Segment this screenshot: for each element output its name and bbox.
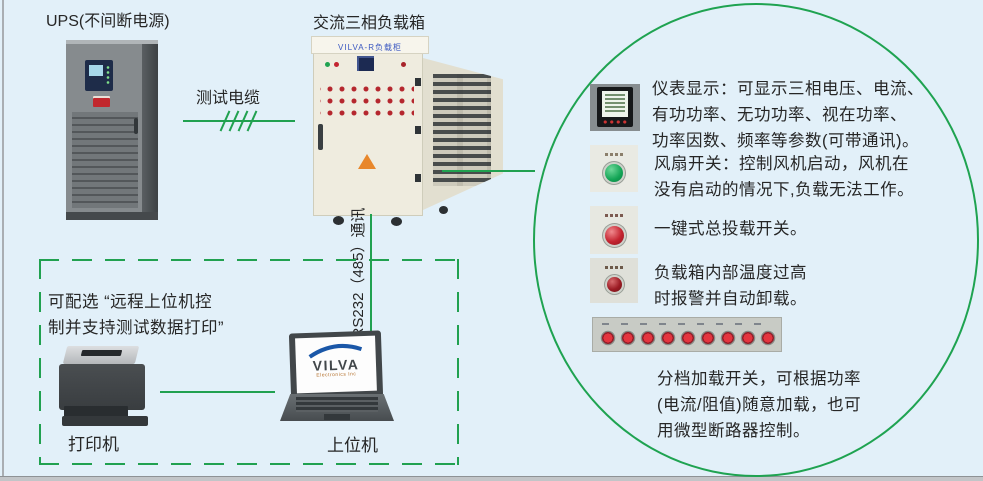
page-left-border bbox=[2, 0, 4, 477]
master-callout-text: 一键式总投载开关。 bbox=[654, 220, 807, 238]
laptop-touchpad bbox=[324, 414, 350, 420]
overtemp-caption-mark bbox=[605, 266, 623, 269]
fan-switch-caption-mark bbox=[605, 153, 623, 156]
loadbox-hinge bbox=[415, 78, 421, 86]
power-meter-photo bbox=[590, 84, 640, 131]
fan-switch-photo bbox=[590, 145, 638, 192]
loadbox-caster bbox=[391, 217, 402, 226]
loadbox-to-ellipse-line bbox=[442, 170, 535, 172]
laptop-keyboard bbox=[296, 397, 378, 412]
option-note-line2: 制并支持测试数据打印” bbox=[48, 319, 224, 337]
loadbox-label: 交流三相负载箱 bbox=[313, 15, 426, 32]
ups-indicator-leds bbox=[106, 65, 110, 85]
loadbox-side-vents bbox=[433, 74, 491, 186]
printer-output-tray bbox=[64, 406, 128, 418]
steps-callout-text: 分档加载开关，可根据功率 (电流/阻值)随意加载，也可 用微型断路器控制。 bbox=[657, 370, 862, 440]
loadbox-alarm-lamp bbox=[401, 62, 406, 67]
rs232-line bbox=[370, 214, 372, 338]
printer-to-pc-line bbox=[160, 391, 275, 393]
ups-label: UPS(不间断电源) bbox=[46, 13, 170, 30]
laptop-base bbox=[280, 394, 394, 421]
overtemp-alarm-photo bbox=[590, 258, 638, 303]
ups-top-cap bbox=[66, 40, 158, 45]
cable-slash-marks bbox=[219, 110, 260, 132]
dashed-option-box bbox=[39, 259, 459, 465]
loadbox-hinge bbox=[415, 174, 421, 182]
pc-label: 上位机 bbox=[327, 436, 378, 455]
loadbox-panel-text: VILVA-R负载柜 bbox=[338, 43, 402, 52]
laptop-screen-content: VILVA Electronics Inc bbox=[295, 335, 377, 394]
ups-door-handle bbox=[134, 118, 138, 134]
green-pushbutton-icon bbox=[605, 164, 623, 182]
digital-power-meter-icon bbox=[597, 87, 633, 127]
master-switch-caption-mark bbox=[605, 214, 623, 217]
loadbox-caster bbox=[439, 206, 448, 214]
printer-base bbox=[62, 416, 148, 426]
switch-row-knobs bbox=[598, 329, 778, 347]
printer-illustration bbox=[55, 344, 151, 428]
loadbox-side-panel bbox=[423, 58, 503, 210]
ups-side-panel bbox=[142, 44, 158, 214]
loadbox-header-band: VILVA-R负载柜 bbox=[311, 36, 429, 54]
loadbox-front-door bbox=[313, 53, 423, 216]
load-step-switch-row-photo bbox=[592, 317, 782, 352]
ups-cabinet-illustration bbox=[66, 40, 158, 220]
ups-lcd bbox=[89, 65, 103, 76]
ups-vent-grille bbox=[72, 112, 138, 208]
loadbox-green-indicator bbox=[325, 62, 330, 67]
option-note: 可配选 “远程上位机控 制并支持测试数据打印” bbox=[48, 288, 224, 340]
warning-triangle-icon bbox=[358, 154, 376, 169]
page-bottom-bar bbox=[0, 476, 983, 481]
overtemp-callout-text: 负载箱内部温度过高 时报警并自动卸载。 bbox=[654, 264, 807, 308]
loadbox-switch-grid bbox=[320, 80, 414, 116]
laptop-logo-swoosh bbox=[308, 343, 363, 359]
laptop-illustration: VILVA Electronics Inc bbox=[280, 328, 394, 428]
loadbox-meter-display bbox=[357, 56, 374, 71]
ups-base bbox=[66, 212, 158, 220]
ups-control-screen bbox=[85, 60, 113, 91]
master-switch-photo bbox=[590, 206, 638, 254]
meter-callout-text: 仪表显示：可显示三相电压、电流、 有功功率、无功功率、视在功率、 功率因数、频率… bbox=[652, 80, 924, 150]
loadbox-red-indicator bbox=[334, 62, 339, 67]
fan-callout-text: 风扇开关：控制风机启动，风机在 没有启动的情况下,负载无法工作。 bbox=[654, 155, 915, 199]
red-pushbutton-icon bbox=[605, 226, 624, 245]
test-cable-label: 测试电缆 bbox=[196, 90, 261, 107]
printer-label: 打印机 bbox=[68, 435, 119, 454]
printer-lid bbox=[62, 346, 140, 364]
test-cable-line bbox=[183, 120, 295, 122]
printer-body bbox=[59, 364, 145, 410]
switch-row-labels bbox=[602, 323, 772, 325]
loadbox-hinge bbox=[415, 126, 421, 134]
ups-brand-badge bbox=[93, 96, 110, 107]
option-note-line1: 可配选 “远程上位机控 bbox=[48, 293, 213, 311]
printer-paper-slot bbox=[80, 350, 123, 356]
laptop-screen: VILVA Electronics Inc bbox=[288, 330, 384, 400]
loadbox-door-handle bbox=[318, 124, 323, 150]
loadbox-caster bbox=[333, 216, 344, 225]
feature-ellipse bbox=[533, 3, 979, 477]
red-alarm-button-icon bbox=[607, 277, 622, 292]
loadbox-cabinet-illustration: VILVA-R负载柜 bbox=[311, 36, 503, 228]
